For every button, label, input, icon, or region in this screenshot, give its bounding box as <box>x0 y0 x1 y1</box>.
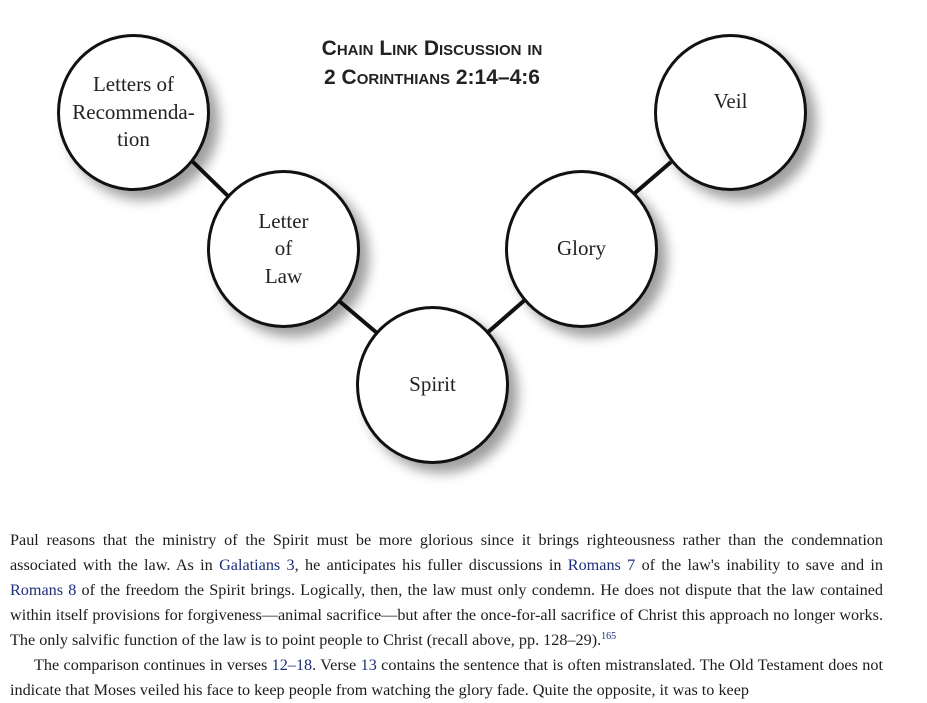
verse-reference[interactable]: 12–18 <box>271 656 313 674</box>
body-text: Paul reasons that the ministry of the Sp… <box>10 528 883 703</box>
text-run: of the freedom the Spirit brings. Logica… <box>10 581 883 649</box>
node-label-line: of <box>274 236 293 261</box>
node-letter-of-law: Letter of Law <box>207 170 360 328</box>
chain-link-3 <box>485 297 528 335</box>
node-label: Veil <box>713 88 748 113</box>
scripture-reference[interactable]: Romans 8 <box>10 581 77 599</box>
node-label-line: tion <box>117 127 150 152</box>
node-glory: Glory <box>505 170 658 328</box>
chain-link-4 <box>633 160 673 195</box>
chain-link-diagram <box>189 158 673 335</box>
node-label-line: Recommenda- <box>72 99 195 124</box>
node-spirit: Spirit <box>356 306 509 464</box>
figure-title: Chain Link Discussion in 2 Corinthians 2… <box>232 34 632 92</box>
node-veil: Veil <box>654 34 807 191</box>
node-label-line: Law <box>264 263 303 288</box>
chain-link-1 <box>189 158 230 198</box>
scripture-reference[interactable]: Romans 7 <box>567 556 636 574</box>
node-label: Spirit <box>409 372 456 397</box>
text-run: The comparison continues in verses <box>34 656 272 674</box>
footnote-marker[interactable]: 165 <box>601 631 617 642</box>
paragraph-1: Paul reasons that the ministry of the Sp… <box>10 528 883 653</box>
paragraph-2: The comparison continues in verses 12–18… <box>10 653 883 703</box>
figure-title-line-1: Chain Link Discussion in <box>321 37 543 60</box>
scripture-reference[interactable]: Galatians 3 <box>219 556 295 574</box>
text-run: of the law's inability to save and in <box>635 556 883 574</box>
verse-reference[interactable]: 13 <box>360 656 377 674</box>
node-letters-of-recommendation: Letters of Recommenda- tion <box>57 34 210 191</box>
text-run: Paul reasons that the ministry of the Sp… <box>10 531 883 574</box>
figure-title-line-2: 2 Corinthians 2:14–4:6 <box>324 66 540 89</box>
text-run: , he anticipates his fuller discussions … <box>294 556 568 574</box>
text-run: . Verse <box>312 656 361 674</box>
node-label: Glory <box>557 236 606 261</box>
node-label-line: Letters of <box>92 72 175 97</box>
chain-link-2 <box>336 298 379 335</box>
node-label-line: Letter <box>258 208 309 233</box>
